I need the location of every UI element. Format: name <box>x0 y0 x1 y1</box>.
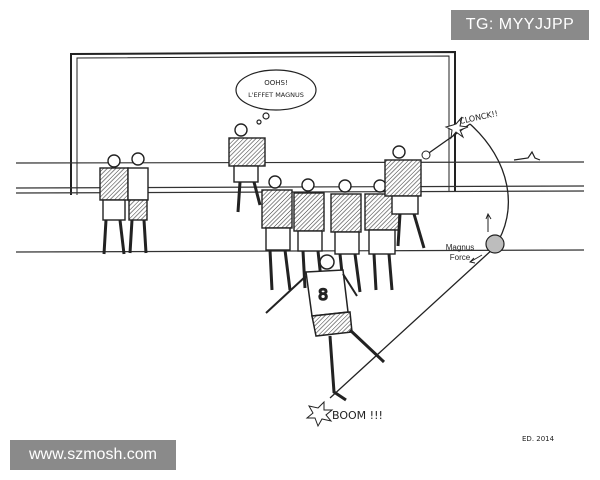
defensive-wall <box>261 175 400 293</box>
watermark-bottom-left: www.szmosh.com <box>10 440 176 470</box>
player-center-top <box>228 123 266 213</box>
boom-burst-icon <box>305 400 334 428</box>
player-pair-left <box>99 152 149 255</box>
magnus-label-line-2: Force <box>450 253 471 262</box>
distant-figure-icon <box>513 150 541 161</box>
ball-trajectory <box>329 123 510 399</box>
clonck-burst-icon <box>444 116 469 140</box>
clonck-label: CLONCK!! <box>459 109 499 126</box>
watermark-top-right: TG: MYYJJPP <box>451 10 589 40</box>
ball-icon <box>485 234 505 254</box>
goal-frame <box>70 50 456 195</box>
magnus-label-line-1: Magnus <box>446 243 474 252</box>
thought-bubble <box>235 69 317 125</box>
svg-text:8: 8 <box>318 285 328 304</box>
thought-line-1: OOHS! <box>264 79 288 87</box>
ball-small-icon <box>421 150 431 160</box>
thought-line-2: L'EFFET MAGNUS <box>248 91 304 99</box>
kicker-player: 8 <box>265 254 386 402</box>
artist-signature: ED. 2014 <box>522 435 555 443</box>
boom-label: BOOM !!! <box>332 409 383 422</box>
player-right <box>384 145 426 249</box>
